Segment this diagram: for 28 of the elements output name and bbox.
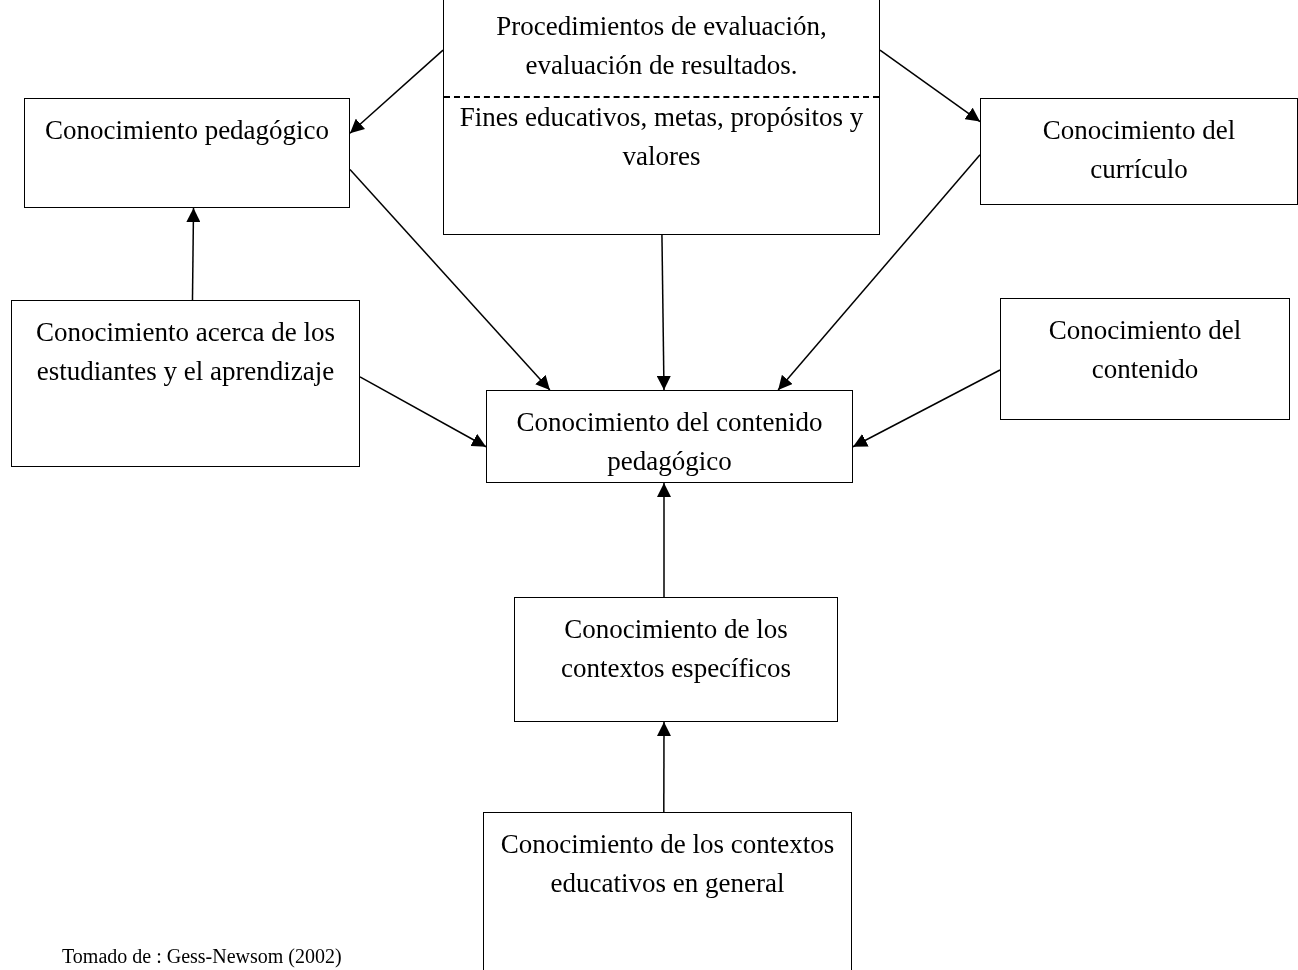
source-note: Tomado de : Gess-Newsom (2002): [62, 944, 342, 968]
process-box: [443, 0, 880, 235]
box-text: Procedimientos de evaluación, evaluación de resultados.: [496, 11, 827, 80]
process-box: [980, 98, 1298, 205]
process-box: [11, 300, 360, 467]
arrow: [349, 168, 551, 391]
box-text: Conocimiento de los contextos educativos en general: [499, 828, 836, 900]
arrow: [186, 207, 201, 301]
arrow: [657, 482, 671, 598]
process-box: [483, 812, 852, 970]
process-box: [1000, 298, 1290, 420]
box-text: Conocimiento del currículo: [1041, 114, 1237, 186]
process-box: [514, 597, 838, 722]
process-box: [486, 390, 853, 483]
arrow: [349, 49, 444, 134]
process-box: [24, 98, 350, 208]
box-text: Conocimiento del contenido: [1047, 314, 1243, 386]
box-text: Conocimiento de los contextos específicos: [559, 613, 793, 685]
arrow: [656, 234, 671, 391]
arrow: [657, 721, 671, 813]
arrow: [359, 376, 487, 448]
box-text: Fines educativos, metas, propósitos y valores: [459, 102, 864, 171]
box-text: Conocimiento del contenido pedagógico: [515, 406, 824, 478]
box-text: Conocimiento pedagógico: [43, 114, 331, 147]
arrow: [879, 49, 981, 123]
arrow: [777, 153, 981, 391]
arrow: [852, 369, 1001, 448]
box-text: Conocimiento acerca de los estudiantes y el aprendizaje: [34, 316, 337, 388]
